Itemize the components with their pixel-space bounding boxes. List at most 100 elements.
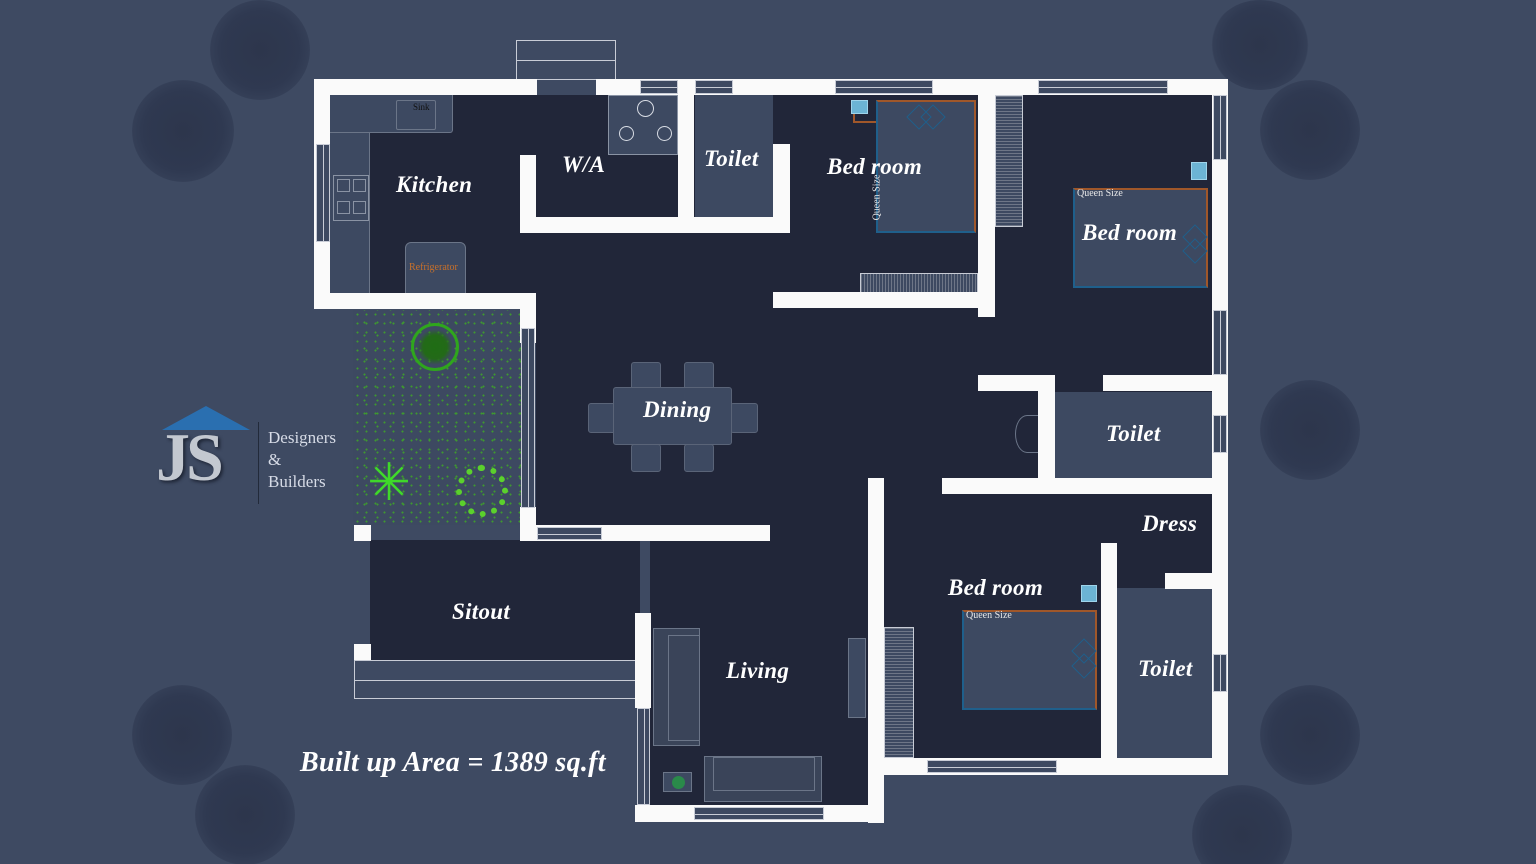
- window: [1213, 415, 1227, 453]
- plant-pot-icon: [663, 772, 692, 792]
- basin-icon: [637, 100, 654, 117]
- dining-chair: [631, 444, 661, 472]
- window: [316, 144, 330, 242]
- tree-icon: [132, 80, 234, 182]
- wall: [314, 79, 537, 95]
- sofa-side: [653, 628, 700, 746]
- tree-icon: [195, 765, 295, 864]
- room-label-bedroom-top: Bed room: [827, 154, 923, 179]
- window: [637, 708, 650, 805]
- roof-icon: [162, 406, 250, 430]
- room-label-sitout: Sitout: [452, 599, 511, 624]
- dining-chair: [730, 403, 758, 433]
- room-label-toilet-bottom: Toilet: [1138, 656, 1193, 681]
- tree-icon: [1192, 785, 1292, 864]
- wall: [1103, 375, 1228, 391]
- bed-right: Queen Size: [1073, 188, 1208, 288]
- dining-chair: [588, 403, 616, 433]
- company-logo: JS Designers & Builders: [148, 404, 358, 504]
- pillow-icon: [920, 104, 946, 130]
- wall: [773, 144, 790, 233]
- sofa-bottom: [704, 756, 822, 802]
- built-up-area-label: Built up Area = 1389 sq.ft: [300, 747, 606, 778]
- tree-icon: [210, 0, 310, 100]
- stove-icon: [333, 175, 369, 221]
- window: [1213, 95, 1227, 160]
- pillow-icon: [1182, 238, 1208, 264]
- refrigerator-label: Refrigerator: [409, 262, 458, 273]
- window: [695, 80, 733, 94]
- logo-line-1: Designers: [268, 428, 336, 447]
- room-label-dress: Dress: [1142, 511, 1198, 536]
- pillar: [354, 644, 371, 660]
- window: [835, 80, 933, 94]
- nightstand-frame: [853, 114, 876, 123]
- sitout-step: [354, 660, 636, 699]
- washbasin-counter: [608, 95, 678, 155]
- nightstand-icon: [1191, 162, 1207, 180]
- bed-top: Queen Size: [871, 100, 976, 233]
- wall: [635, 613, 651, 708]
- window: [1213, 310, 1227, 375]
- window: [694, 807, 824, 820]
- nightstand-icon: [851, 100, 868, 114]
- window: [640, 80, 678, 94]
- room-label-toilet-mid: Toilet: [1106, 421, 1161, 446]
- wall: [978, 95, 995, 317]
- window: [927, 760, 1057, 773]
- courtyard-garden: [353, 310, 521, 525]
- shrub-icon: [456, 465, 508, 517]
- wall: [678, 79, 694, 233]
- toilet-mid: [1054, 392, 1212, 478]
- window: [1213, 654, 1227, 692]
- wardrobe-bottom: [884, 627, 914, 758]
- window: [1038, 80, 1168, 94]
- room-label-bedroom-right: Bed room: [1082, 220, 1178, 245]
- wall: [1038, 375, 1055, 493]
- dining-table: [613, 387, 732, 445]
- sink-label: Sink: [413, 102, 430, 112]
- wall: [314, 293, 536, 309]
- sink-icon: Sink: [396, 100, 436, 130]
- logo-line-3: Builders: [268, 472, 326, 491]
- refrigerator-icon: Refrigerator: [405, 242, 466, 294]
- room-label-kitchen: Kitchen: [396, 172, 473, 197]
- dining-chair: [684, 362, 714, 390]
- basin-icon: [619, 126, 634, 141]
- logo-divider: [258, 422, 259, 504]
- wall: [942, 478, 1228, 494]
- room-label-bedroom-bottom: Bed room: [948, 575, 1044, 600]
- plant-star-icon: ✳: [367, 455, 411, 512]
- room-label-toilet-top: Toilet: [704, 146, 759, 171]
- bed-size-label: Queen Size: [966, 610, 1012, 621]
- plant-icon: [411, 323, 459, 371]
- kitchen-counter-top: [330, 95, 453, 133]
- bed-size-label: Queen Size: [1077, 188, 1123, 199]
- door-swing-icon: [1015, 415, 1039, 453]
- tree-icon: [1210, 0, 1310, 90]
- window: [521, 328, 535, 508]
- toilet-top: [695, 95, 773, 217]
- pillar: [354, 525, 371, 541]
- wall: [868, 478, 884, 823]
- logo-monogram: JS: [156, 419, 224, 495]
- room-label-living: Living: [726, 658, 790, 683]
- bed-bottom: Queen Size: [962, 610, 1097, 710]
- room-label-dining: Dining: [643, 397, 712, 422]
- wall: [978, 375, 1054, 391]
- tree-icon: [1260, 80, 1360, 180]
- logo-line-2: &: [268, 450, 282, 469]
- wall: [1165, 573, 1228, 589]
- sitout-floor: [370, 540, 640, 660]
- pillow-icon: [1071, 653, 1097, 679]
- wall: [773, 292, 978, 308]
- rear-step: [516, 40, 616, 80]
- tree-icon: [132, 685, 232, 785]
- nightstand-icon: [1081, 585, 1097, 602]
- wall: [520, 155, 536, 233]
- tv-unit-icon: [848, 638, 866, 718]
- basin-icon: [657, 126, 672, 141]
- tree-icon: [1260, 380, 1360, 480]
- wall: [520, 217, 790, 233]
- dining-chair: [684, 444, 714, 472]
